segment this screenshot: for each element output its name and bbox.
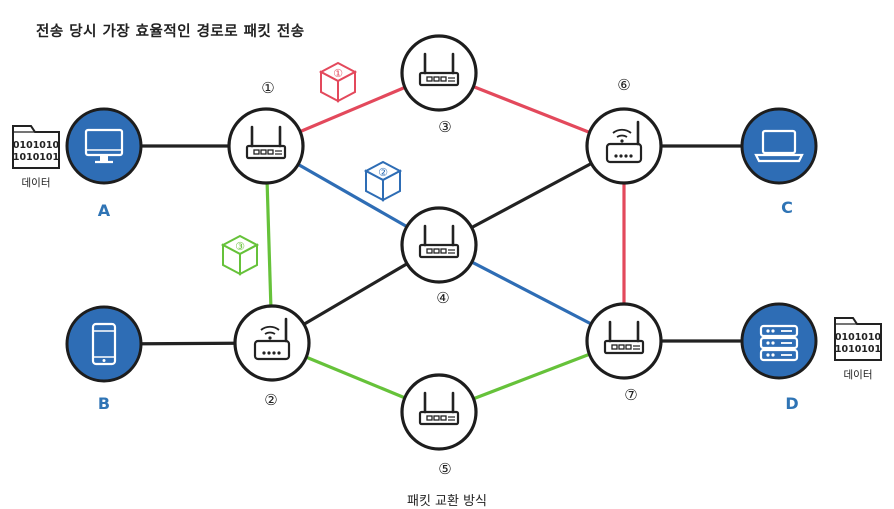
router-r4[interactable]	[400, 206, 478, 284]
router-port	[260, 149, 267, 155]
router-icon	[418, 52, 460, 87]
binary-line: 1010101	[835, 344, 881, 355]
router-label: ③	[438, 118, 451, 136]
router-port	[618, 344, 625, 350]
host-label: B	[98, 394, 110, 413]
router-icon	[603, 320, 645, 355]
router-icon	[418, 391, 460, 426]
binary-line: 0101010	[835, 332, 882, 343]
router-port	[611, 344, 618, 350]
smartphone-icon	[91, 322, 117, 366]
diagram-title: 전송 당시 가장 효율적인 경로로 패킷 전송	[36, 24, 305, 40]
status-light	[619, 154, 623, 158]
host-a[interactable]	[65, 107, 143, 185]
router-port	[253, 149, 260, 155]
binary-line: 1010101	[13, 152, 59, 163]
router-body	[418, 410, 460, 426]
host-b[interactable]	[65, 305, 143, 383]
packet-label: ①	[333, 67, 343, 80]
router-r2[interactable]	[233, 304, 311, 382]
wifi-wave	[612, 128, 632, 134]
router-icon	[245, 125, 287, 160]
status-light	[267, 351, 271, 355]
router-port	[426, 248, 433, 254]
router-port	[267, 149, 274, 155]
packet-cube: ③	[220, 234, 260, 276]
host-d[interactable]	[740, 302, 818, 380]
binary-line: 0101010	[13, 140, 60, 151]
router-port	[433, 248, 440, 254]
router-label: ④	[436, 289, 449, 307]
router-port	[433, 76, 440, 82]
router-body	[603, 339, 645, 355]
packet-label: ②	[378, 166, 388, 179]
packet-label: ③	[235, 240, 245, 253]
wifi-dot	[620, 139, 624, 143]
wifi-wave	[264, 331, 276, 335]
packets-layer: ① ② ③	[220, 61, 403, 276]
router-circle	[233, 304, 311, 382]
packet-cube: ①	[318, 61, 358, 103]
router-label: ②	[264, 391, 277, 409]
wifi-wave	[616, 134, 628, 138]
router-label: ①	[261, 79, 274, 97]
router-port	[440, 415, 447, 421]
status-light	[272, 351, 276, 355]
packet-cube: ②	[363, 160, 403, 202]
wifi-wave	[260, 325, 280, 331]
status-light	[262, 351, 266, 355]
host-circle	[65, 305, 143, 383]
router-label: ⑥	[617, 76, 630, 94]
host-label: D	[785, 394, 798, 413]
status-light	[614, 154, 618, 158]
host-circle	[65, 107, 143, 185]
router-r1[interactable]	[227, 107, 305, 185]
host-circle	[740, 107, 818, 185]
router-r5[interactable]	[400, 373, 478, 451]
host-label: C	[781, 198, 793, 217]
router-r7[interactable]	[585, 302, 663, 380]
data-file-label: 데이터	[844, 369, 873, 381]
router-label: ⑦	[624, 386, 637, 404]
router-r6[interactable]	[585, 107, 663, 185]
diagram-caption: 패킷 교환 방식	[406, 494, 488, 509]
wifi-router-icon	[605, 120, 643, 164]
router-port	[426, 76, 433, 82]
router-port	[440, 76, 447, 82]
router-body	[605, 142, 643, 164]
router-port	[440, 248, 447, 254]
router-icon	[418, 224, 460, 259]
router-port	[625, 344, 632, 350]
status-light	[624, 154, 628, 158]
router-body	[245, 144, 287, 160]
desktop-icon	[84, 128, 124, 164]
laptop-icon	[754, 129, 804, 163]
status-light	[277, 351, 281, 355]
router-body	[418, 243, 460, 259]
nodes-layer: A B C D ① ② ③ ④ ⑤ ⑥ ⑦	[65, 34, 818, 478]
data-file-label: 데이터	[22, 177, 51, 189]
host-c[interactable]	[740, 107, 818, 185]
router-label: ⑤	[438, 460, 451, 478]
router-circle	[585, 107, 663, 185]
status-light	[629, 154, 633, 158]
router-port	[426, 415, 433, 421]
host-circle	[740, 302, 818, 380]
wifi-router-icon	[253, 317, 291, 361]
router-port	[433, 415, 440, 421]
server-icon	[759, 324, 799, 362]
router-body	[253, 339, 291, 361]
wifi-dot	[268, 336, 272, 340]
router-r3[interactable]	[400, 34, 478, 112]
router-body	[418, 71, 460, 87]
host-label: A	[98, 201, 111, 220]
